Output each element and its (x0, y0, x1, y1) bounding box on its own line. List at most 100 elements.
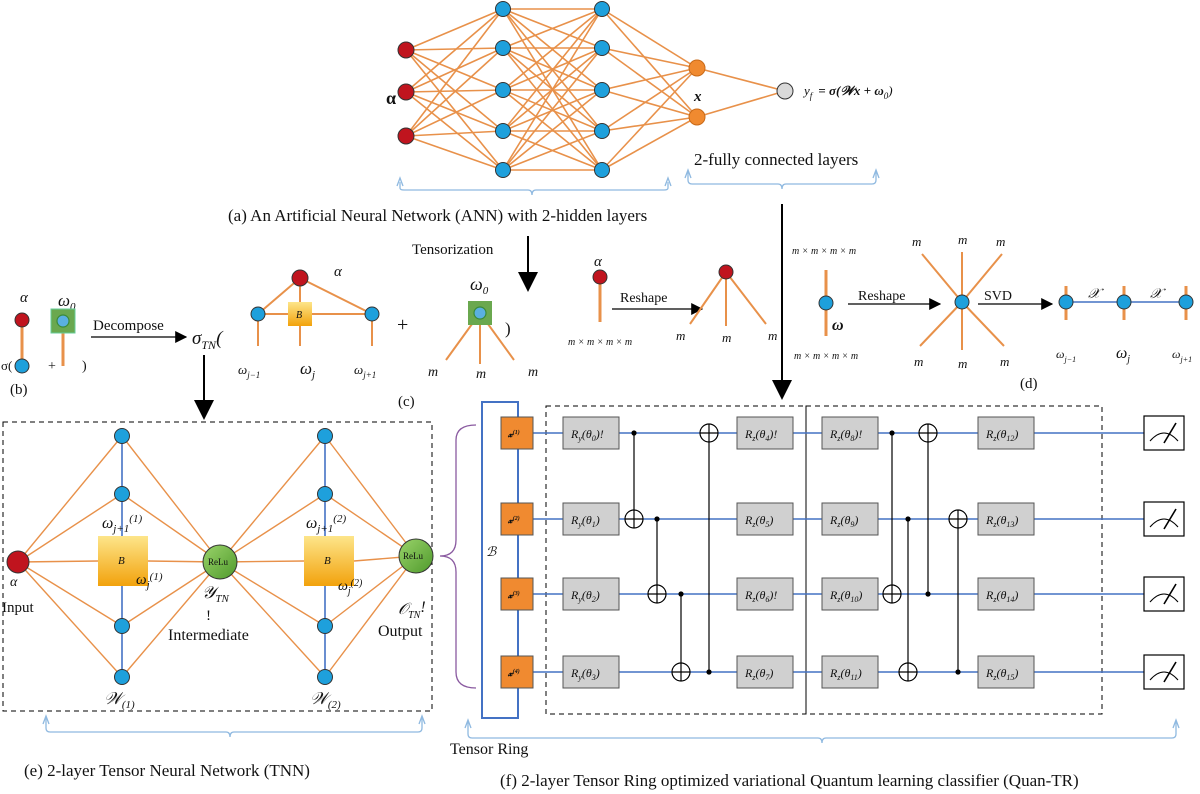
svg-text:ωj+1(2): ωj+1(2) (306, 513, 346, 535)
quantum-brace (464, 718, 1180, 744)
tensor-ring-label: Tensor Ring (450, 741, 528, 758)
svg-text:ω0: ω0 (58, 291, 76, 313)
qubit-input-label-4: 𝔁(4) (507, 668, 520, 678)
panel-c-alpha-node (291, 269, 309, 287)
panel-b-close: ) (82, 359, 87, 374)
panel-b-input-node (14, 358, 30, 374)
panel-c-w-prev: ωj−1 (238, 362, 260, 380)
panel-d-reshape-label: Reshape (858, 289, 905, 304)
gate-rz-a-3 (736, 655, 794, 689)
tnn-nodes (114, 428, 333, 685)
ann-hidden2-node-3 (594, 82, 610, 98)
svg-text:𝒲(2): 𝒲(2) (310, 689, 341, 711)
svg-text:𝒪TN!: 𝒪TN! (398, 599, 426, 621)
cnot-control-1 (631, 430, 637, 436)
panel-d-omega: ω (832, 317, 844, 334)
gate-label-rz-c-2: Rz(θ14) (985, 588, 1018, 604)
gate-label-ry-2: Ry(θ2) (570, 588, 600, 604)
svg-text:ωj(1): ωj(1) (136, 571, 163, 591)
tnn-layer1-node-4 (114, 669, 130, 685)
panel-d-m2: m (958, 232, 967, 247)
cnot-control-8 (955, 669, 961, 675)
tnn-alpha: α (10, 575, 18, 590)
panel-b-alpha: α (20, 290, 29, 306)
gate-rz-c-3 (977, 655, 1035, 689)
tnn-layer2-node-1 (317, 428, 333, 444)
tnn-w-j-2: ωj(2) (338, 578, 363, 597)
reshape1-m-mid: m (722, 330, 731, 345)
ann-hidden2-node-1 (594, 1, 610, 17)
svg-text:ωj: ωj (1116, 345, 1130, 365)
panel-d-m4: m (914, 354, 923, 369)
cnot-control-6 (925, 591, 931, 597)
panel-e-caption: (e) 2-layer Tensor Neural Network (TNN) (24, 761, 310, 780)
panel-b-plus: + (48, 359, 56, 374)
panel-d-tt-node-3 (1178, 294, 1194, 310)
svg-text:ωj+1: ωj+1 (354, 362, 376, 380)
tnn-brace (42, 714, 426, 738)
gate-label-ry-0: Ry(θ0)! (570, 427, 604, 443)
meter-icon-4 (1149, 671, 1179, 681)
ann-caption: (a) An Artificial Neural Network (ANN) w… (228, 206, 647, 225)
svg-text:ωj−1: ωj−1 (238, 362, 260, 380)
qubit-input-label-1: 𝔁(1) (507, 429, 520, 439)
tnn-layer1-node-1 (114, 428, 130, 444)
panel-d-m5: m (958, 356, 967, 371)
cnot-control-7 (905, 516, 911, 522)
tnn-core-b2-label: B (324, 555, 331, 567)
qubit-input-label-3: 𝔁(3) (507, 590, 520, 600)
tnn-relu-2 (398, 538, 434, 574)
measurement-3 (1143, 576, 1185, 612)
gate-label-rz-c-0: Rz(θ12) (985, 427, 1018, 443)
svg-text:ωj+1(1): ωj+1(1) (102, 513, 142, 535)
ann-input-label: α (386, 88, 396, 108)
gate-label-rz-b-3: Rz(θ11) (829, 666, 862, 682)
tnn-w2: 𝒲(2) (310, 689, 341, 711)
tnn-layer1-node-3 (114, 618, 130, 634)
gate-label-rz-b-2: Rz(θ10) (829, 588, 862, 604)
ann-fc-node-2 (688, 108, 706, 126)
gate-rz-b-3 (821, 655, 879, 689)
ann-input-node-3 (397, 127, 415, 145)
tnn-w-j-1: ωj(1) (136, 571, 163, 591)
qubit-input-label-2: 𝔁(2) (507, 515, 520, 525)
panel-c-alpha: α (334, 264, 343, 280)
panel-b-omega0: ω0 (58, 291, 76, 313)
gate-label-rz-c-1: Rz(θ13) (985, 513, 1018, 529)
qubit-input-1 (500, 416, 534, 450)
reshape1-alpha: α (594, 254, 603, 270)
gate-label-ry-1: Ry(θ1) (570, 513, 600, 529)
ann-hidden1-node-2 (495, 40, 511, 56)
panel-c-core-b-label: B (296, 310, 302, 321)
ann-hidden2-node-2 (594, 40, 610, 56)
panel-f-caption: (f) 2-layer Tensor Ring optimized variat… (500, 771, 1079, 790)
ann-hidden-label: x (693, 89, 702, 105)
ann-fc-brace (684, 168, 880, 190)
panel-d-tt-node-2 (1116, 294, 1132, 310)
tnn-layer2-node-4 (317, 669, 333, 685)
reshape1-label: Reshape (620, 291, 667, 306)
gate-rz-b-1 (821, 502, 879, 536)
cnot-control-2 (654, 516, 660, 522)
tnn-core-b1 (98, 536, 148, 586)
meter-icon-3 (1149, 593, 1179, 603)
panel-c: σTN( B α ωj−1 ωj ωj+1 + ω0 ) m m m (c) (192, 264, 538, 410)
gate-rz-b-2 (821, 577, 879, 611)
panel-reshape1: α m × m × m × m Reshape m m m (568, 254, 777, 348)
gate-label-rz-a-3: Rz(θ7) (744, 666, 773, 682)
ann-hidden1-node-4 (495, 123, 511, 139)
panel-c-omega0: ω0 (470, 274, 489, 297)
panel-d-omega-node (818, 295, 834, 311)
svg-text:ωj(2): ωj(2) (338, 578, 363, 597)
panel-d-tt-node-1 (1058, 294, 1074, 310)
tnn-y-tn: 𝒴TN (202, 583, 229, 605)
gate-label-rz-a-2: Rz(θ6)! (744, 588, 777, 604)
panel-d-chi-1: 𝒳 (1088, 287, 1104, 302)
qubit-input-2 (500, 502, 534, 536)
panel-d-w-j: ωj (1116, 345, 1130, 365)
tnn-relu-2-label: ReLu (403, 551, 423, 561)
reshape1-dims: m × m × m × m (568, 337, 632, 348)
gate-ry-2 (562, 577, 620, 611)
panel-b-sigma: σ( (1, 358, 12, 373)
